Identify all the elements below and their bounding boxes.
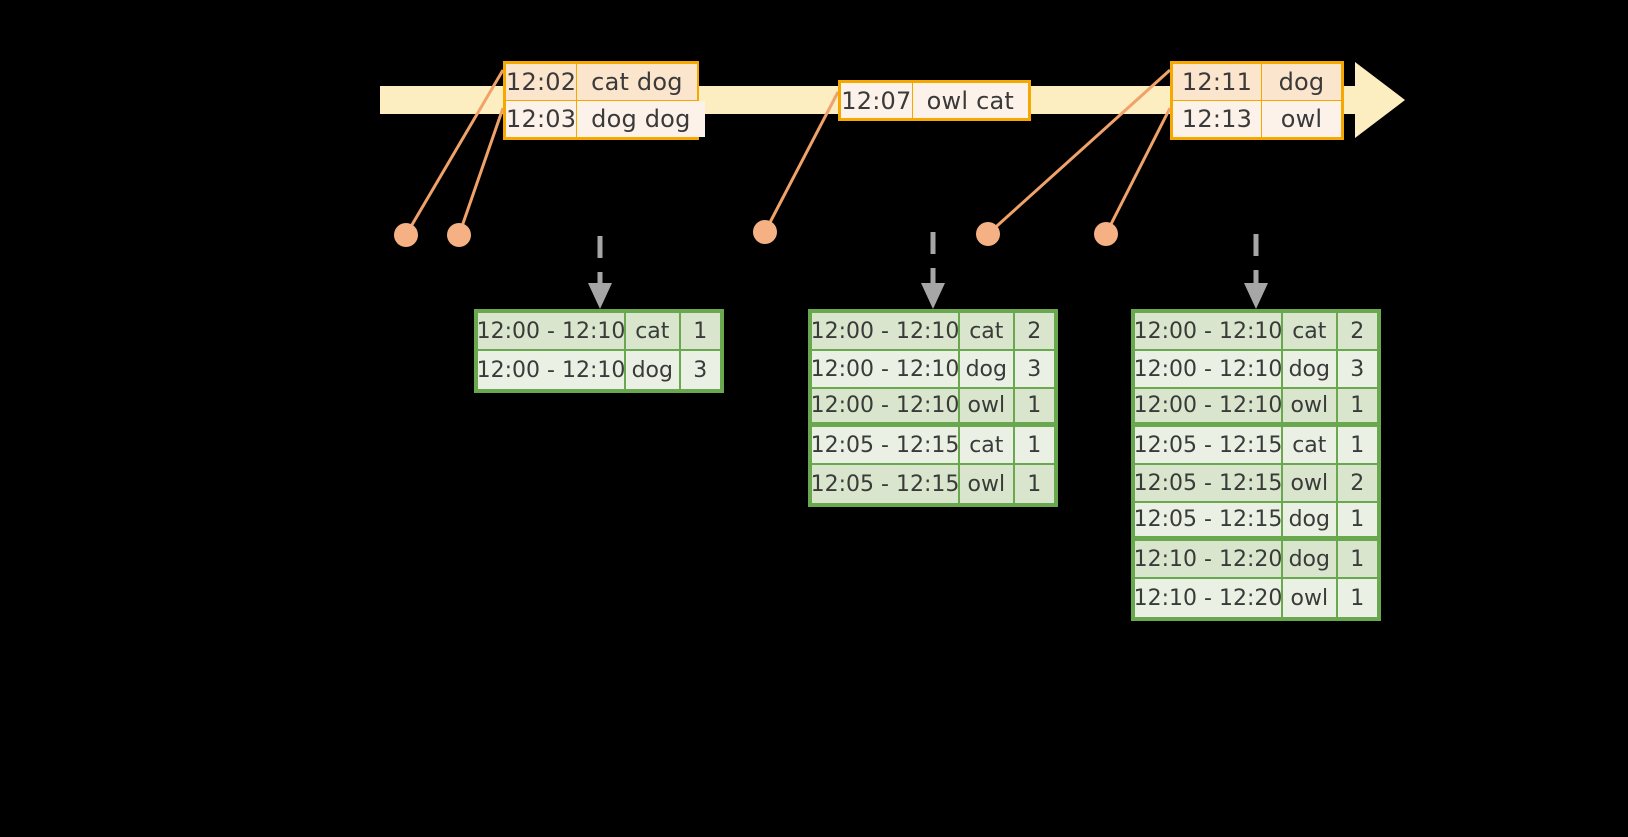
cell-word: cat	[626, 313, 681, 351]
cell-window: 12:10 - 12:20	[1134, 579, 1283, 617]
cell-count: 1	[1337, 503, 1377, 541]
cell-window: 12:00 - 12:10	[811, 389, 960, 427]
event-time: 12:13	[1173, 101, 1262, 137]
cell-count: 3	[680, 351, 720, 389]
cell-count: 1	[1014, 427, 1054, 465]
cell-word: dog	[960, 351, 1015, 389]
cell-word: dog	[626, 351, 681, 389]
cell-word: cat	[960, 313, 1015, 351]
event-row[interactable]: 12:07 owl cat	[841, 83, 1028, 118]
timeline-graphics	[380, 62, 1405, 309]
cell-word: owl	[1283, 465, 1338, 503]
cell-window: 12:05 - 12:15	[811, 427, 960, 465]
event-group-1[interactable]: 12:02 cat dog 12:03 dog dog	[503, 61, 705, 140]
cell-window: 12:00 - 12:10	[1134, 351, 1283, 389]
cell-count: 1	[1337, 389, 1377, 427]
cell-count: 1	[1337, 541, 1377, 579]
cell-window: 12:00 - 12:10	[811, 351, 960, 389]
cell-window: 12:05 - 12:15	[1134, 427, 1283, 465]
cell-window: 12:00 - 12:10	[1134, 389, 1283, 427]
emit-arrows	[597, 232, 1259, 283]
event-time: 12:03	[506, 101, 578, 137]
cell-window: 12:00 - 12:10	[1134, 313, 1283, 351]
cell-window: 12:00 - 12:10	[477, 313, 626, 351]
event-row[interactable]: 12:13 owl	[1173, 101, 1341, 137]
connector-lines	[404, 68, 1172, 236]
cell-count: 3	[1337, 351, 1377, 389]
cell-window: 12:10 - 12:20	[1134, 541, 1283, 579]
cell-word: owl	[960, 465, 1015, 503]
event-words: owl cat	[912, 83, 1028, 118]
cell-window: 12:05 - 12:15	[1134, 465, 1283, 503]
cell-count: 2	[1337, 465, 1377, 503]
cell-window: 12:00 - 12:10	[811, 313, 960, 351]
event-dots	[394, 220, 1118, 247]
event-group-3[interactable]: 12:11 dog 12:13 owl	[1170, 61, 1344, 140]
cell-word: dog	[1283, 351, 1338, 389]
cell-word: cat	[960, 427, 1015, 465]
cell-word: cat	[1283, 313, 1338, 351]
event-time: 12:02	[506, 64, 578, 100]
cell-count: 1	[1014, 465, 1054, 503]
event-words: dog dog	[577, 101, 705, 137]
event-row[interactable]: 12:03 dog dog	[506, 101, 705, 137]
cell-word: cat	[1283, 427, 1338, 465]
cell-count: 1	[1337, 579, 1377, 617]
event-time: 12:11	[1173, 64, 1262, 100]
cell-word: dog	[1283, 541, 1338, 579]
event-row[interactable]: 12:11 dog	[1173, 64, 1341, 101]
emit-arrowheads	[588, 283, 1268, 309]
cell-word: dog	[1283, 503, 1338, 541]
event-words: cat dog	[577, 64, 697, 100]
cell-count: 1	[1337, 427, 1377, 465]
cell-window: 12:00 - 12:10	[477, 351, 626, 389]
cell-word: owl	[960, 389, 1015, 427]
cell-count: 1	[1014, 389, 1054, 427]
event-words: dog	[1262, 64, 1341, 100]
cell-count: 2	[1337, 313, 1377, 351]
cell-count: 2	[1014, 313, 1054, 351]
event-words: owl	[1262, 101, 1341, 137]
cell-word: owl	[1283, 389, 1338, 427]
event-group-2[interactable]: 12:07 owl cat	[838, 80, 1031, 121]
cell-window: 12:05 - 12:15	[1134, 503, 1283, 541]
event-row[interactable]: 12:02 cat dog	[506, 64, 697, 101]
event-time: 12:07	[841, 83, 913, 118]
cell-count: 3	[1014, 351, 1054, 389]
cell-word: owl	[1283, 579, 1338, 617]
cell-count: 1	[680, 313, 720, 351]
cell-window: 12:05 - 12:15	[811, 465, 960, 503]
